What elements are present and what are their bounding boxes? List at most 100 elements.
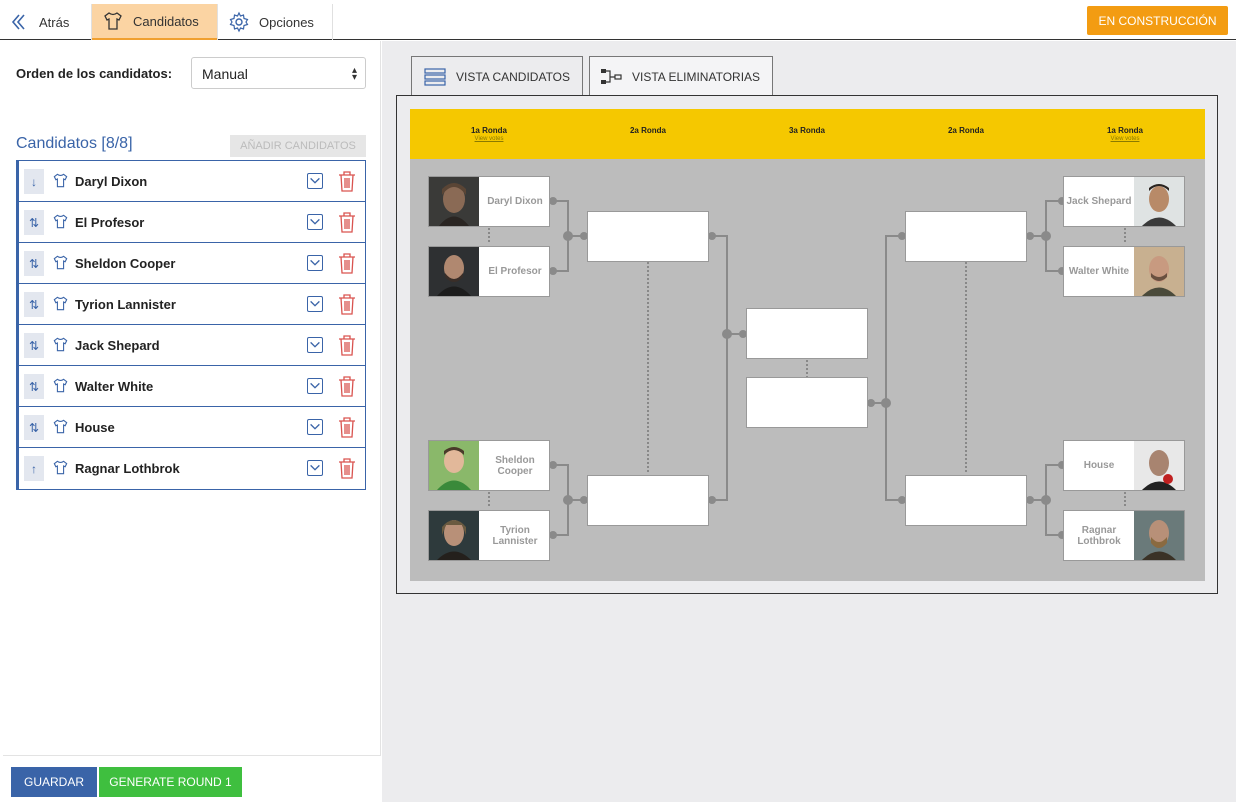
candidate-row[interactable]: ⇅ House: [19, 407, 365, 448]
save-button[interactable]: GUARDAR: [11, 767, 97, 797]
slot-name: Tyrion Lannister: [492, 524, 538, 547]
options-label: Opciones: [259, 14, 314, 30]
bracket-slot[interactable]: Jack Shepard: [1063, 176, 1185, 227]
chevron-down-icon[interactable]: [307, 337, 323, 353]
candidate-name: Ragnar Lothbrok: [75, 461, 180, 476]
candidate-row[interactable]: ⇅El Profesor: [19, 202, 365, 243]
candidates-panel: Orden de los candidatos: Manual ▴▾ Candi…: [3, 41, 381, 802]
chevron-down-icon[interactable]: [307, 296, 323, 312]
drag-handle-icon[interactable]: ⇅: [24, 333, 44, 358]
candidate-photo: [429, 441, 479, 490]
bracket-slot[interactable]: El Profesor: [428, 246, 550, 297]
candidates-tab-button[interactable]: Candidatos: [92, 4, 217, 40]
empty-bracket-slot[interactable]: [905, 475, 1027, 526]
trash-icon[interactable]: [337, 416, 357, 438]
tshirt-icon: [53, 337, 68, 352]
candidate-row[interactable]: ⇅ Walter White: [19, 366, 365, 407]
chevron-down-icon[interactable]: [307, 460, 323, 476]
candidate-name: Walter White: [75, 379, 154, 394]
empty-bracket-slot[interactable]: [905, 211, 1027, 262]
chevron-down-icon[interactable]: [307, 173, 323, 189]
trash-icon[interactable]: [337, 334, 357, 356]
back-button[interactable]: Atrás: [8, 4, 90, 40]
view-votes-link[interactable]: View votes: [474, 136, 504, 142]
candidate-row[interactable]: ↓ Daryl Dixon: [19, 161, 365, 202]
bracket-slot[interactable]: Daryl Dixon: [428, 176, 550, 227]
chevron-down-icon[interactable]: [307, 214, 323, 230]
round-label: 2a Ronda: [588, 126, 708, 135]
candidate-row[interactable]: ⇅ Jack Shepard: [19, 325, 365, 366]
candidate-photo: [1134, 441, 1184, 490]
order-select[interactable]: Manual ▴▾: [191, 57, 366, 89]
candidate-name: House: [75, 420, 115, 435]
drag-handle-icon[interactable]: ↑: [24, 456, 44, 481]
tshirt-icon: [104, 12, 122, 30]
tshirt-icon: [53, 214, 68, 229]
gear-icon: [229, 11, 249, 33]
candidate-photo: [1134, 247, 1184, 296]
empty-bracket-slot[interactable]: [587, 475, 709, 526]
empty-bracket-slot[interactable]: [746, 377, 868, 428]
trash-icon[interactable]: [337, 375, 357, 397]
round-label: 2a Ronda: [906, 126, 1026, 135]
drag-handle-icon[interactable]: ⇅: [24, 251, 44, 276]
round-label: 3a Ronda: [747, 126, 867, 135]
tab-candidates-label: VISTA CANDIDATOS: [456, 69, 571, 84]
drag-handle-icon[interactable]: ⇅: [24, 374, 44, 399]
drag-handle-icon[interactable]: ⇅: [24, 210, 44, 235]
drag-handle-icon[interactable]: ↓: [24, 169, 44, 194]
round-name: 2a Ronda: [947, 126, 984, 135]
bracket-slot[interactable]: Ragnar Lothbrok: [1063, 510, 1185, 561]
slot-name: Walter White: [1068, 266, 1130, 277]
trash-icon[interactable]: [337, 252, 357, 274]
slot-name: Daryl Dixon: [487, 196, 543, 207]
candidate-name: Daryl Dixon: [75, 174, 148, 189]
tshirt-icon: [53, 378, 68, 393]
divider: [217, 4, 218, 40]
chevron-down-icon[interactable]: [307, 378, 323, 394]
tab-elimination-view[interactable]: VISTA ELIMINATORIAS: [589, 56, 773, 96]
tshirt-icon: [53, 296, 68, 311]
add-candidates-button[interactable]: AÑADIR CANDIDATOS: [230, 135, 366, 157]
order-label: Orden de los candidatos:: [16, 66, 173, 81]
round-name: 3a Ronda: [788, 126, 825, 135]
view-votes-link[interactable]: View votes: [1110, 136, 1140, 142]
candidate-name: Jack Shepard: [75, 338, 160, 353]
round-name: 1a Ronda: [1106, 126, 1143, 135]
tab-candidates-view[interactable]: VISTA CANDIDATOS: [411, 56, 583, 96]
candidate-name: Sheldon Cooper: [75, 256, 176, 271]
candidate-photo: [1134, 177, 1184, 226]
candidate-row[interactable]: ⇅ Sheldon Cooper: [19, 243, 365, 284]
trash-icon[interactable]: [337, 170, 357, 192]
drag-handle-icon[interactable]: ⇅: [24, 415, 44, 440]
chevron-down-icon[interactable]: [307, 419, 323, 435]
options-button[interactable]: Opciones: [218, 4, 332, 40]
bracket-icon: [601, 68, 622, 84]
drag-handle-icon[interactable]: ⇅: [24, 292, 44, 317]
empty-bracket-slot[interactable]: [587, 211, 709, 262]
generate-round-button[interactable]: GENERATE ROUND 1: [99, 767, 242, 797]
top-toolbar: Atrás Candidatos Opciones EN CONSTRUCCIÓ…: [0, 0, 1236, 40]
trash-icon[interactable]: [337, 457, 357, 479]
trash-icon[interactable]: [337, 293, 357, 315]
empty-bracket-slot[interactable]: [746, 308, 868, 359]
candidate-row[interactable]: ↑ Ragnar Lothbrok: [19, 448, 365, 489]
chevron-down-icon[interactable]: [307, 255, 323, 271]
tshirt-icon: [53, 419, 68, 434]
bracket-slot[interactable]: Sheldon Cooper: [428, 440, 550, 491]
trash-icon[interactable]: [337, 211, 357, 233]
slot-name: Jack Shepard: [1066, 196, 1132, 207]
bracket-slot[interactable]: House: [1063, 440, 1185, 491]
candidate-row[interactable]: ⇅Tyrion Lannister: [19, 284, 365, 325]
candidate-photo: [1134, 511, 1184, 560]
status-button[interactable]: EN CONSTRUCCIÓN: [1087, 6, 1228, 35]
bracket-slot[interactable]: Walter White: [1063, 246, 1185, 297]
tshirt-icon: [53, 255, 68, 270]
divider: [332, 4, 333, 40]
bracket-slot[interactable]: Tyrion Lannister: [428, 510, 550, 561]
round-name: 1a Ronda: [470, 126, 507, 135]
round-name: 2a Ronda: [629, 126, 666, 135]
